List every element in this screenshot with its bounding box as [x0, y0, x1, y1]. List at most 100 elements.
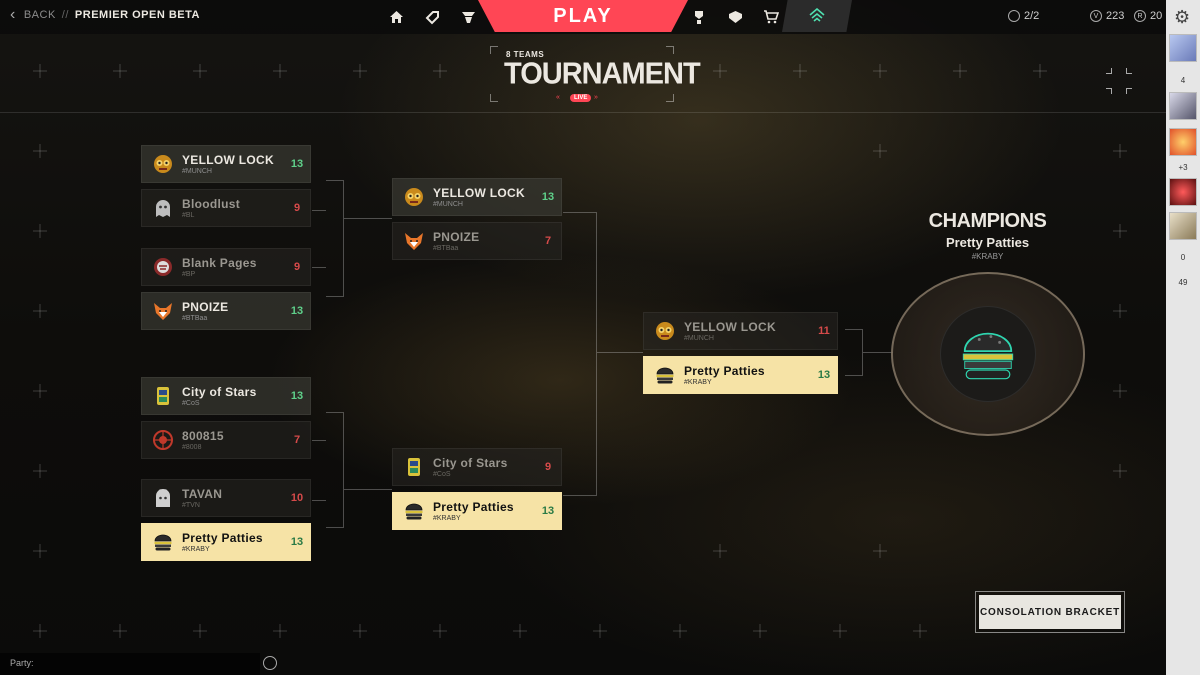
champion-emblem: [891, 272, 1085, 436]
friend-avatar[interactable]: [1169, 128, 1197, 156]
plus-marker: [953, 64, 967, 78]
bracket-card-final-1[interactable]: YELLOW LOCK#MUNCH 11: [643, 312, 838, 350]
bracket-card-final-2[interactable]: Pretty Patties#KRABY 13: [643, 356, 838, 394]
title-corner: [490, 46, 498, 54]
party-bar[interactable]: Party:: [0, 653, 260, 675]
team-tag: #CoS: [182, 399, 200, 407]
bracket-card-r1-3[interactable]: Blank Pages#BP 9: [141, 248, 311, 286]
clock-icon: [1008, 10, 1020, 22]
plus-marker: [33, 384, 47, 398]
store-icon[interactable]: [762, 8, 780, 26]
plus-marker: [113, 624, 127, 638]
plus-marker: [873, 64, 887, 78]
plus-marker: [1113, 144, 1127, 158]
back-label: BACK: [23, 9, 56, 21]
team-score: 13: [817, 369, 831, 381]
premier-tab[interactable]: [782, 0, 852, 32]
consolation-bracket-button[interactable]: CONSOLATION BRACKET: [975, 591, 1125, 633]
breadcrumb-separator: //: [61, 9, 69, 21]
team-score: 13: [290, 158, 304, 170]
team-logo-icon: [152, 256, 174, 278]
bracket-connector: [312, 440, 326, 441]
collection-icon[interactable]: [690, 8, 708, 26]
burger-logo-icon: [962, 332, 1014, 380]
bracket-card-r1-8[interactable]: Pretty Patties#KRABY 13: [141, 523, 311, 561]
vp-amount: 223: [1106, 10, 1125, 22]
plus-marker: [513, 624, 527, 638]
bracket-card-sf-1[interactable]: YELLOW LOCK#MUNCH 13: [392, 178, 562, 216]
title-corner: [666, 94, 674, 102]
team-name: City of Stars: [182, 384, 257, 399]
career-icon[interactable]: [459, 8, 477, 26]
team-logo-icon: [152, 531, 174, 553]
team-score: 13: [290, 390, 304, 402]
plus-marker: [193, 624, 207, 638]
match-counter: 2/2: [1008, 10, 1039, 22]
back-chevron-icon: ‹: [10, 6, 16, 23]
friend-avatar[interactable]: [1169, 178, 1197, 206]
team-name: PNOIZE: [182, 299, 229, 314]
friend-avatar[interactable]: [1169, 92, 1197, 120]
bracket-connector: [312, 267, 326, 268]
bracket-card-sf-4[interactable]: Pretty Patties#KRABY 13: [392, 492, 562, 530]
plus-marker: [1113, 464, 1127, 478]
team-logo-icon: [403, 230, 425, 252]
plus-marker: [873, 144, 887, 158]
bracket-card-r1-6[interactable]: 800815#8008 7: [141, 421, 311, 459]
friend-avatar[interactable]: [1169, 212, 1197, 240]
vp-icon: V: [1090, 10, 1102, 22]
expand-icon[interactable]: [1106, 68, 1132, 94]
plus-marker: [113, 64, 127, 78]
team-score: 13: [290, 305, 304, 317]
team-tag: #KRABY: [684, 378, 712, 386]
team-tag: #KRABY: [182, 545, 210, 553]
team-logo-icon: [654, 320, 676, 342]
home-icon[interactable]: [387, 8, 405, 26]
bracket-connector: [326, 412, 344, 528]
team-tag: #MUNCH: [433, 200, 463, 208]
plus-marker: [1113, 384, 1127, 398]
social-panel: ⚙ 4 +3 0 49: [1166, 0, 1200, 675]
bracket-card-r1-7[interactable]: TAVAN#TVN 10: [141, 479, 311, 517]
battlepass-icon[interactable]: [726, 8, 744, 26]
play-button[interactable]: PLAY: [478, 0, 688, 32]
nav-left-group: [387, 8, 477, 26]
bracket-card-r1-2[interactable]: Bloodlust#BL 9: [141, 189, 311, 227]
bracket-card-r1-5[interactable]: City of Stars#CoS 13: [141, 377, 311, 415]
team-name: Blank Pages: [182, 255, 257, 270]
top-nav-bar: ‹ BACK // PREMIER OPEN BETA PLAY: [0, 0, 1166, 34]
settings-icon[interactable]: ⚙: [1174, 7, 1191, 27]
team-name: TAVAN: [182, 486, 223, 501]
agents-icon[interactable]: [423, 8, 441, 26]
champion-logo: [940, 306, 1036, 402]
plus-marker: [913, 624, 927, 638]
party-label: Party:: [10, 658, 34, 668]
party-invite-icon[interactable]: [263, 656, 277, 670]
rp-icon: R: [1134, 10, 1146, 22]
plus-marker: [713, 64, 727, 78]
bracket-card-sf-3[interactable]: City of Stars#CoS 9: [392, 448, 562, 486]
rp-balance[interactable]: R 20: [1134, 10, 1162, 22]
team-score: 13: [541, 505, 555, 517]
champion-name: Pretty Patties: [945, 235, 1030, 250]
bracket-card-sf-2[interactable]: PNOIZE#BTBaa 7: [392, 222, 562, 260]
party-extra-count: +3: [1178, 163, 1188, 172]
team-tag: #CoS: [433, 470, 451, 478]
team-tag: #MUNCH: [182, 167, 212, 175]
team-logo-icon: [403, 186, 425, 208]
rp-amount: 20: [1150, 10, 1163, 22]
bracket-card-r1-1[interactable]: YELLOW LOCK#MUNCH 13: [141, 145, 311, 183]
friend-avatar[interactable]: [1169, 34, 1197, 62]
plus-marker: [33, 544, 47, 558]
team-tag: #8008: [182, 443, 202, 451]
plus-marker: [353, 624, 367, 638]
plus-marker: [193, 64, 207, 78]
vp-balance[interactable]: V 223: [1090, 10, 1124, 22]
back-button[interactable]: ‹ BACK // PREMIER OPEN BETA: [10, 6, 200, 23]
bracket-card-r1-4[interactable]: PNOIZE#BTBaa 13: [141, 292, 311, 330]
plus-marker: [33, 304, 47, 318]
team-name: Pretty Patties: [182, 530, 263, 545]
team-name: PNOIZE: [433, 229, 480, 244]
plus-marker: [673, 624, 687, 638]
team-logo-icon: [403, 500, 425, 522]
